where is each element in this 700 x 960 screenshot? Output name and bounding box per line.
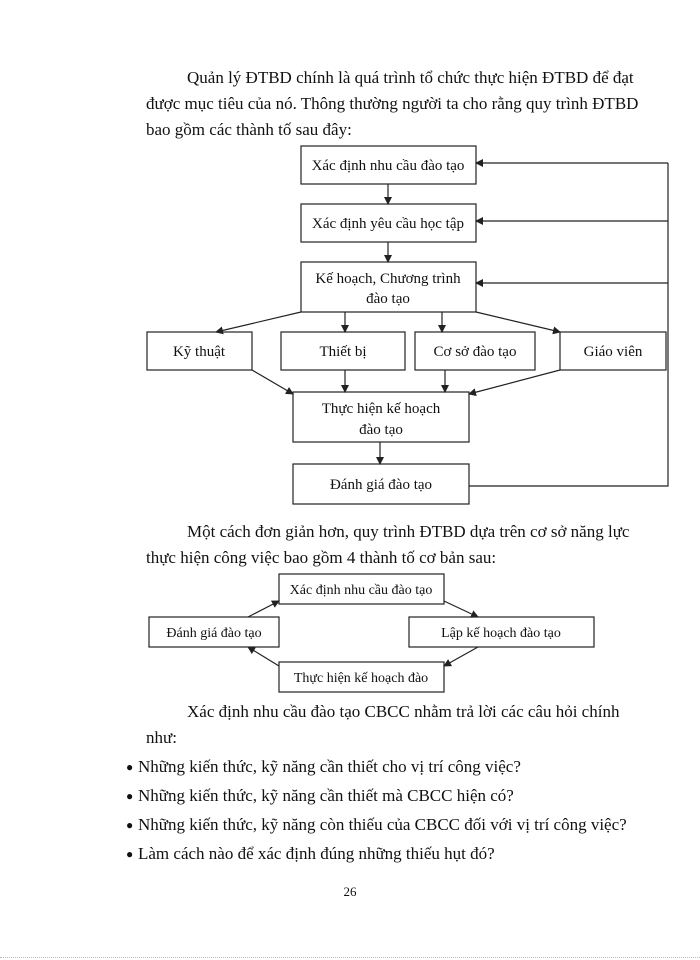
arrow-technique-implement: [251, 369, 294, 395]
cycle-arrow-plan-implement: [443, 646, 479, 667]
intro-line-1: Quản lý ĐTBD chính là quá trình tổ chức …: [187, 68, 634, 87]
cycle-arrow-needs-plan: [443, 600, 479, 618]
label-requirements: Xác định yêu cầu học tập: [312, 216, 464, 232]
cycle-box-needs: [278, 573, 445, 605]
bullet-icon: ●: [126, 789, 134, 803]
middle-line-1: Một cách đơn giản hơn, quy trình ĐTBD dự…: [187, 522, 630, 541]
label-evaluate: Đánh giá đào tạo: [330, 477, 432, 493]
label-teacher: Giáo viên: [584, 344, 643, 360]
cycle-arrow-evaluate-needs: [247, 600, 280, 618]
label-technique: Kỹ thuật: [173, 344, 226, 360]
intro-line-2: được mục tiêu của nó. Thông thường người…: [146, 94, 639, 113]
box-needs: [300, 145, 477, 185]
cycle-label-evaluate: Đánh giá đào tạo: [166, 626, 261, 641]
arrow-teacher-implement: [468, 369, 561, 397]
list-item: ●Những kiến thức, kỹ năng còn thiếu của …: [126, 810, 627, 839]
page-number: 26: [343, 884, 357, 899]
box-facility: [414, 331, 536, 371]
box-evaluate: [292, 463, 470, 505]
label-plan-2: đào tạo: [366, 291, 410, 307]
feedback-line: [469, 163, 669, 487]
arrow-plan-technique: [215, 311, 302, 335]
box-teacher: [559, 331, 667, 371]
bullet-icon: ●: [126, 760, 134, 774]
question-list: ●Những kiến thức, kỹ năng cần thiết cho …: [126, 752, 627, 868]
arrow-plan-teacher: [475, 311, 561, 335]
label-implement-2: đào tạo: [359, 422, 403, 438]
middle-line-2: thực hiện công việc bao gồm 4 thành tố c…: [146, 548, 497, 567]
cycle-label-plan: Lập kế hoạch đào tạo: [441, 626, 561, 641]
cycle-box-plan: [408, 616, 595, 648]
label-implement-1: Thực hiện kế hoạch: [322, 401, 441, 417]
page-bottom-rule: [0, 957, 700, 958]
list-item: ●Những kiến thức, kỹ năng cần thiết mà C…: [126, 781, 627, 810]
box-technique: [146, 331, 253, 371]
cycle-box-evaluate: [148, 616, 280, 648]
box-implement: [292, 391, 470, 443]
outro-line-2: như:: [146, 728, 177, 747]
label-facility: Cơ sở đào tạo: [434, 344, 517, 360]
label-needs: Xác định nhu cầu đào tạo: [312, 158, 465, 174]
cycle-label-implement: Thực hiện kế hoạch đào: [294, 671, 428, 686]
list-item: ●Những kiến thức, kỹ năng cần thiết cho …: [126, 752, 627, 781]
outro-line-1: Xác định nhu cầu đào tạo CBCC nhằm trả l…: [187, 702, 620, 721]
bullet-icon: ●: [126, 818, 134, 832]
cycle-arrow-implement-evaluate: [247, 646, 280, 667]
cycle-box-implement: [278, 661, 445, 693]
bullet-icon: ●: [126, 847, 134, 861]
cycle-label-needs: Xác định nhu cầu đào tạo: [290, 583, 433, 598]
intro-line-3: bao gồm các thành tố sau đây:: [146, 120, 352, 139]
label-plan-1: Kế hoạch, Chương trình: [315, 271, 461, 287]
label-equipment: Thiết bị: [319, 344, 366, 360]
list-item: ●Làm cách nào để xác định đúng những thi…: [126, 839, 627, 868]
